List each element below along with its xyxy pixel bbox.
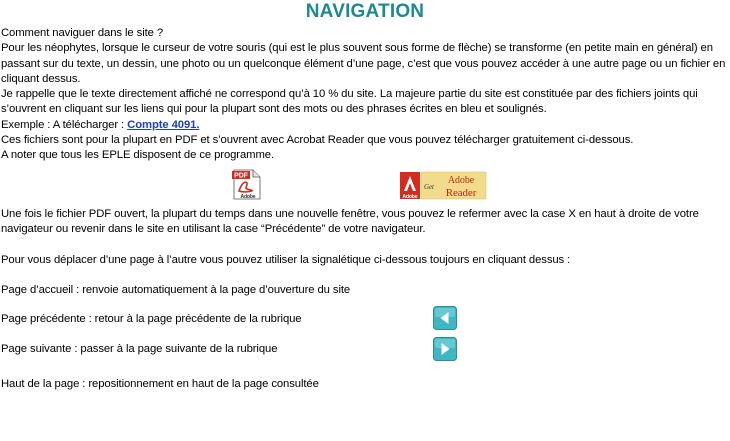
compte-4091-link[interactable]: Compte 4091.: [127, 118, 200, 131]
pdf-label: PDF: [234, 173, 249, 180]
signage-intro: Pour vous déplacer d’une page à l’autre …: [1, 254, 571, 266]
next-description: Page suivante : passer à la page suivant…: [1, 343, 278, 355]
get-adobe-reader-badge[interactable]: Adobe Get Adobe Reader: [399, 170, 487, 201]
top-description: Haut de la page : repositionnement en ha…: [1, 378, 319, 390]
intro-explanation: Pour les néophytes, lorsque le curseur d…: [1, 42, 726, 85]
pdf-info: Ces fichiers sont pour la plupart en PDF…: [1, 134, 634, 147]
home-description: Page d’accueil : renvoie automatiquement…: [1, 284, 351, 296]
next-page-button[interactable]: [433, 337, 457, 361]
intro-reminder: Je rappelle que le texte directement aff…: [1, 88, 698, 116]
example-prefix: Exemple : A télécharger :: [1, 118, 128, 131]
previous-description: Page précédente : retour à la page précé…: [1, 313, 302, 325]
intro-section: Comment naviguer dans le site ? Pour les…: [1, 26, 729, 164]
eple-note: A noter que tous les EPLE disposent de c…: [1, 149, 274, 162]
reader-get-label: Get: [424, 183, 435, 191]
arrow-left-icon: [440, 312, 449, 324]
pdf-file-icon[interactable]: PDF Adobe: [231, 169, 262, 200]
reader-name-label: Reader: [446, 187, 477, 199]
pdf-brand: Adobe: [240, 194, 255, 200]
adobe-logo-text: Adobe: [402, 194, 417, 200]
arrow-right-icon: [441, 343, 450, 355]
example-line: Exemple : A télécharger : Compte 4091.: [1, 118, 729, 133]
page-title: NAVIGATION: [305, 1, 425, 22]
intro-question: Comment naviguer dans le site ?: [1, 27, 164, 39]
pdf-open-paragraph: Une fois le fichier PDF ouvert, la plupa…: [1, 208, 699, 236]
reader-adobe-label: Adobe: [448, 175, 475, 186]
previous-page-button[interactable]: [433, 306, 457, 330]
